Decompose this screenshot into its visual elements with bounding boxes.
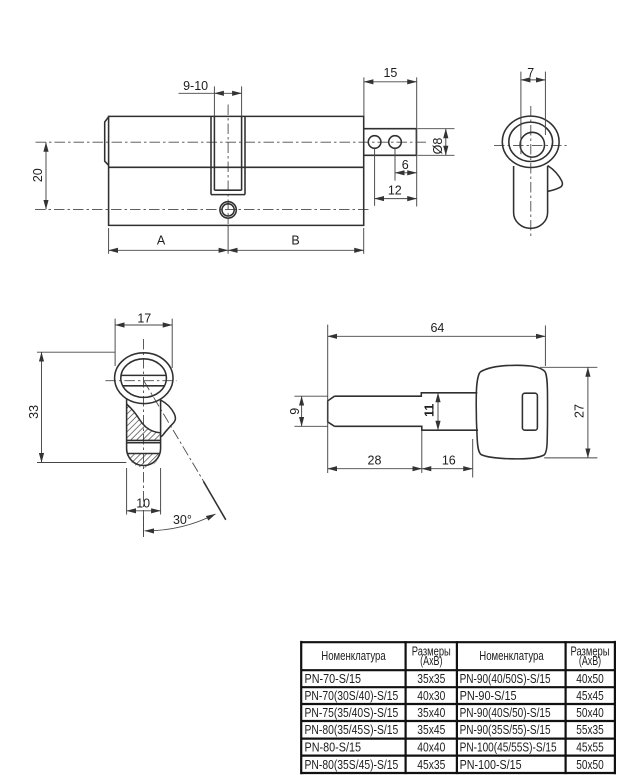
svg-text:(АхВ): (АхВ): [579, 654, 601, 668]
svg-text:40x50: 40x50: [576, 672, 604, 686]
svg-text:PN-80(35S/45)-S/15: PN-80(35S/45)-S/15: [305, 758, 399, 772]
svg-text:30°: 30°: [173, 513, 192, 527]
svg-text:35x45: 35x45: [417, 723, 445, 737]
svg-text:35x40: 35x40: [417, 706, 445, 720]
svg-text:27: 27: [572, 404, 586, 418]
svg-text:45x55: 45x55: [576, 740, 604, 754]
svg-text:33: 33: [27, 405, 41, 419]
svg-text:Ø8: Ø8: [431, 138, 445, 155]
svg-text:64: 64: [430, 321, 444, 335]
svg-text:35x35: 35x35: [417, 672, 445, 686]
svg-text:PN-75(35/40S)-S/15: PN-75(35/40S)-S/15: [305, 706, 399, 720]
svg-text:PN-90-S/15: PN-90-S/15: [460, 689, 517, 703]
svg-text:16: 16: [442, 454, 456, 468]
svg-text:PN-100(45/55S)-S/15: PN-100(45/55S)-S/15: [460, 740, 557, 754]
svg-text:9: 9: [288, 408, 302, 415]
svg-text:15: 15: [383, 66, 397, 80]
svg-text:(АхВ): (АхВ): [420, 654, 442, 668]
svg-text:9-10: 9-10: [183, 79, 208, 93]
svg-text:50x40: 50x40: [576, 706, 604, 720]
svg-text:Размеры: Размеры: [412, 644, 451, 658]
svg-text:20: 20: [31, 168, 45, 182]
svg-text:PN-80-S/15: PN-80-S/15: [305, 740, 362, 754]
svg-text:PN-70-S/15: PN-70-S/15: [305, 672, 362, 686]
svg-text:Размеры: Размеры: [571, 644, 610, 658]
svg-text:11: 11: [423, 404, 437, 417]
svg-text:PN-90(35S/55)-S/15: PN-90(35S/55)-S/15: [460, 723, 551, 737]
svg-text:Номенклатура: Номенклатура: [321, 649, 386, 663]
svg-text:Номенклатура: Номенклатура: [479, 649, 544, 663]
svg-text:10: 10: [136, 497, 150, 511]
svg-text:45x35: 45x35: [417, 758, 445, 772]
svg-text:40x40: 40x40: [417, 740, 445, 754]
svg-text:PN-100-S/15: PN-100-S/15: [460, 758, 522, 772]
svg-text:PN-70(30S/40)-S/15: PN-70(30S/40)-S/15: [305, 689, 399, 703]
svg-text:PN-80(35/45S)-S/15: PN-80(35/45S)-S/15: [305, 723, 399, 737]
svg-text:PN-90(40/50S)-S/15: PN-90(40/50S)-S/15: [460, 672, 551, 686]
svg-text:PN-90(40S/50)-S/15: PN-90(40S/50)-S/15: [460, 706, 551, 720]
svg-text:40x30: 40x30: [417, 689, 445, 703]
svg-text:6: 6: [402, 158, 409, 172]
svg-text:17: 17: [137, 311, 151, 325]
svg-text:50x50: 50x50: [576, 758, 604, 772]
svg-text:B: B: [291, 233, 299, 247]
svg-text:7: 7: [527, 66, 534, 80]
svg-text:28: 28: [368, 454, 382, 468]
svg-text:55x35: 55x35: [576, 723, 604, 737]
svg-text:A: A: [157, 233, 166, 247]
svg-text:45x45: 45x45: [576, 689, 604, 703]
svg-text:12: 12: [388, 183, 402, 197]
